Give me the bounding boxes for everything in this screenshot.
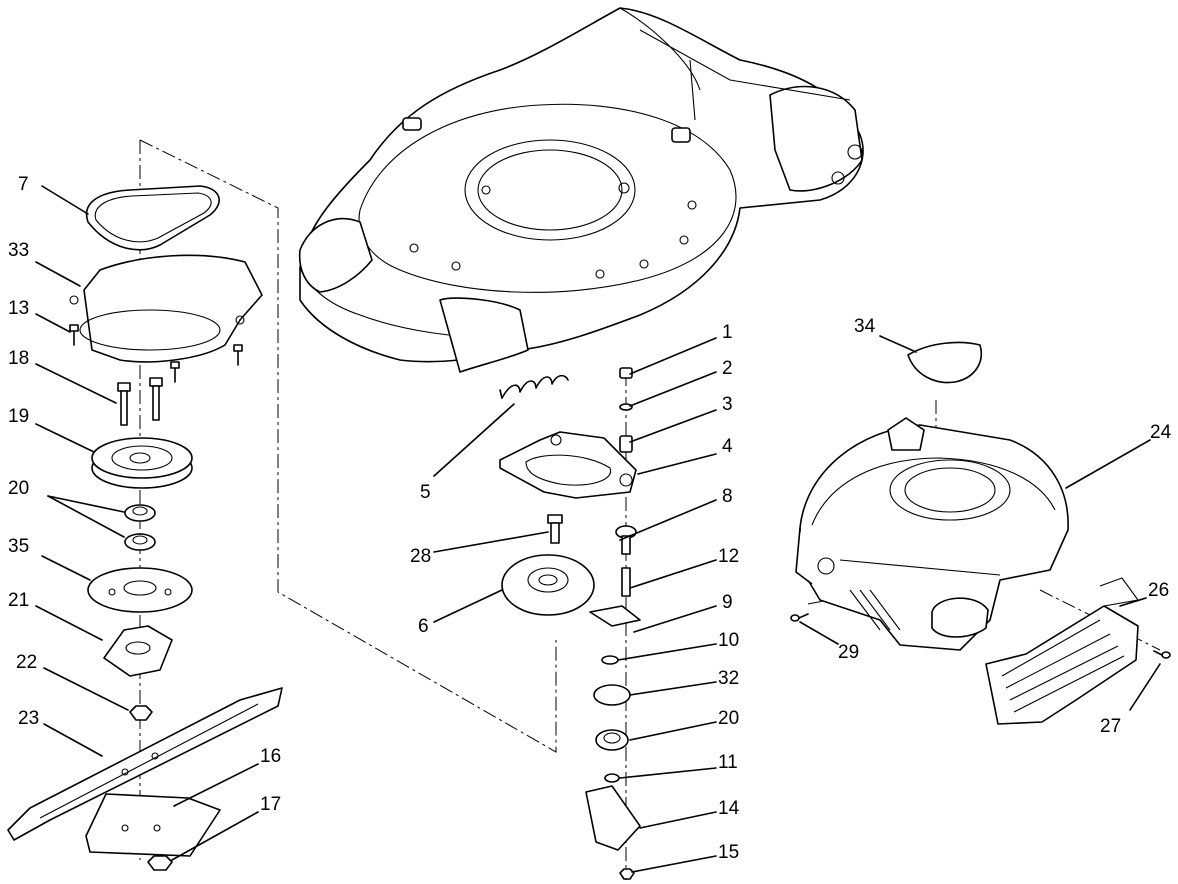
callout-6: 6 [418, 616, 429, 637]
engine-cap [907, 341, 982, 384]
belt-cover [69, 254, 263, 363]
callout-23: 23 [18, 708, 39, 729]
callout-35: 35 [8, 536, 29, 557]
engine [795, 417, 1069, 651]
idler-small-parts [585, 367, 641, 880]
callout-32: 32 [718, 668, 739, 689]
callout-27: 27 [1100, 716, 1121, 737]
callout-14: 14 [718, 798, 740, 819]
spring [499, 374, 569, 399]
callout-18: 18 [8, 348, 29, 369]
callout-24: 24 [1150, 422, 1172, 443]
callout-28: 28 [410, 546, 431, 567]
engine-screws [790, 613, 1171, 659]
callout-7: 7 [18, 174, 29, 195]
callout-3: 3 [722, 394, 733, 415]
callout-34: 34 [854, 316, 876, 337]
idler-bracket [499, 431, 637, 499]
cover-screws [69, 324, 243, 383]
callout-33: 33 [8, 240, 29, 261]
mower-deck [298, 7, 864, 373]
callout-1: 1 [722, 322, 733, 343]
mower-blade [7, 687, 283, 841]
callout-4: 4 [722, 436, 733, 457]
callout-17: 17 [260, 794, 281, 815]
callout-19: 19 [8, 406, 29, 427]
callout-21: 21 [8, 590, 29, 611]
callout-20-left: 20 [8, 478, 29, 499]
callout-11: 11 [718, 752, 738, 773]
shoulder-bolt [547, 514, 563, 544]
blade-nut [129, 705, 153, 721]
exhaust-guard [985, 577, 1139, 725]
callout-20-center: 20 [718, 708, 739, 729]
callout-22: 22 [16, 652, 37, 673]
idler-pulley [501, 554, 595, 616]
callout-9: 9 [722, 592, 733, 613]
callout-10: 10 [718, 630, 739, 651]
blade-adapter [103, 625, 173, 677]
bolts [117, 377, 163, 426]
drive-belt [85, 185, 220, 251]
callout-29: 29 [838, 642, 859, 663]
leader-lines [35, 185, 1161, 873]
bearings-left [124, 504, 156, 551]
blade-stiffener [85, 793, 221, 857]
callout-15: 15 [718, 842, 739, 863]
callout-16: 16 [260, 746, 281, 767]
callout-8: 8 [722, 486, 733, 507]
callout-13: 13 [8, 298, 29, 319]
callout-12: 12 [718, 546, 739, 567]
callout-2: 2 [722, 358, 733, 379]
callout-5: 5 [420, 482, 431, 503]
blade-plate [87, 567, 193, 613]
blade-bolt [147, 855, 173, 871]
callout-26: 26 [1148, 580, 1169, 601]
pulley [91, 437, 193, 489]
callout-numbers: 7 33 13 18 19 20 35 21 22 23 16 17 5 28 … [8, 174, 1172, 863]
